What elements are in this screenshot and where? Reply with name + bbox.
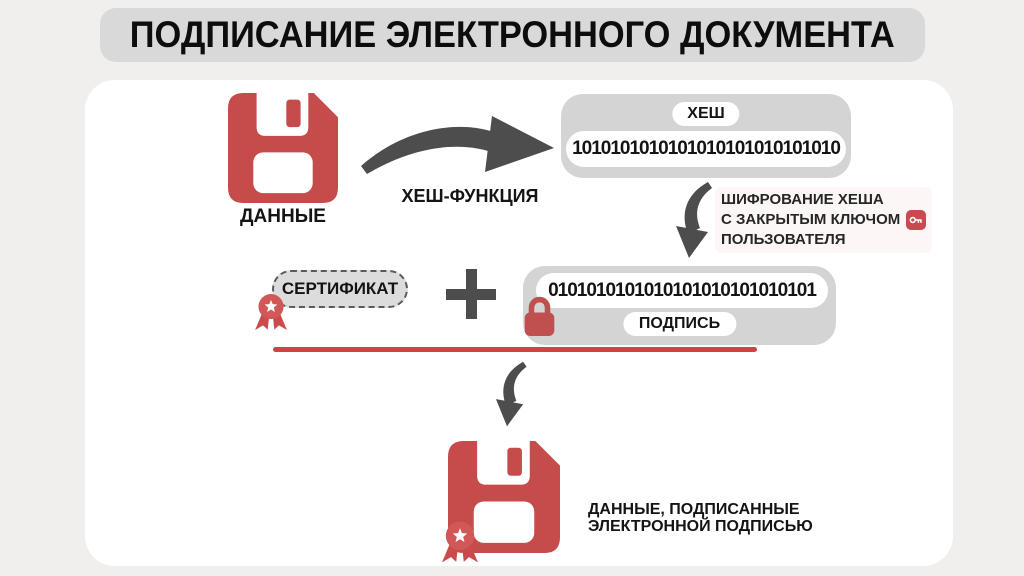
floppy-disk-icon <box>228 93 338 203</box>
diagram-card: ДАННЫЕ ХЕШ-ФУНКЦИЯ ХЕШ 10101010101010101… <box>85 80 953 566</box>
signature-box: 0101010101010101010101010101 ПОДПИСЬ <box>523 266 836 345</box>
hash-box: ХЕШ 1010101010101010101010101010 <box>561 94 851 178</box>
signed-floppy-disk-icon <box>448 441 560 553</box>
data-label: ДАННЫЕ <box>240 206 326 227</box>
curved-arrow-down-icon <box>676 182 712 258</box>
result-label-line1: ДАННЫЕ, ПОДПИСАННЫЕ <box>588 501 800 518</box>
lock-icon <box>524 296 555 336</box>
page-title-text: ПОДПИСАНИЕ ЭЛЕКТРОННОГО ДОКУМЕНТА <box>130 14 895 55</box>
curved-arrow-right-icon <box>361 116 554 174</box>
plus-icon <box>446 269 496 319</box>
result-label: ДАННЫЕ, ПОДПИСАННЫЕ ЭЛЕКТРОННОЙ ПОДПИСЬЮ <box>588 501 813 535</box>
hash-function-label: ХЕШ-ФУНКЦИЯ <box>401 186 539 206</box>
result-label-line2: ЭЛЕКТРОННОЙ ПОДПИСЬЮ <box>588 518 813 535</box>
hash-value: 1010101010101010101010101010 <box>566 131 846 167</box>
signature-label: ПОДПИСЬ <box>622 312 737 336</box>
encryption-note-line2: С ЗАКРЫТЫМ КЛЮЧОМ <box>721 211 901 228</box>
encryption-note-line1: ШИФРОВАНИЕ ХЕША <box>721 191 884 208</box>
key-icon <box>906 210 927 230</box>
sum-line <box>273 347 757 352</box>
curved-arrow-down-icon <box>495 361 527 427</box>
encryption-note-line3: ПОЛЬЗОВАТЕЛЯ <box>721 231 846 248</box>
rosette-icon <box>255 294 287 330</box>
page-title: ПОДПИСАНИЕ ЭЛЕКТРОННОГО ДОКУМЕНТА <box>100 8 925 62</box>
certificate-label: СЕРТИФИКАТ <box>281 279 399 298</box>
certificate-pill: СЕРТИФИКАТ <box>272 270 408 308</box>
hash-box-title: ХЕШ <box>672 102 740 126</box>
encryption-note: ШИФРОВАНИЕ ХЕША С ЗАКРЫТЫМ КЛЮЧОМ ПОЛЬЗО… <box>715 187 933 253</box>
signature-value: 0101010101010101010101010101 <box>536 273 828 308</box>
rosette-icon <box>442 521 478 563</box>
